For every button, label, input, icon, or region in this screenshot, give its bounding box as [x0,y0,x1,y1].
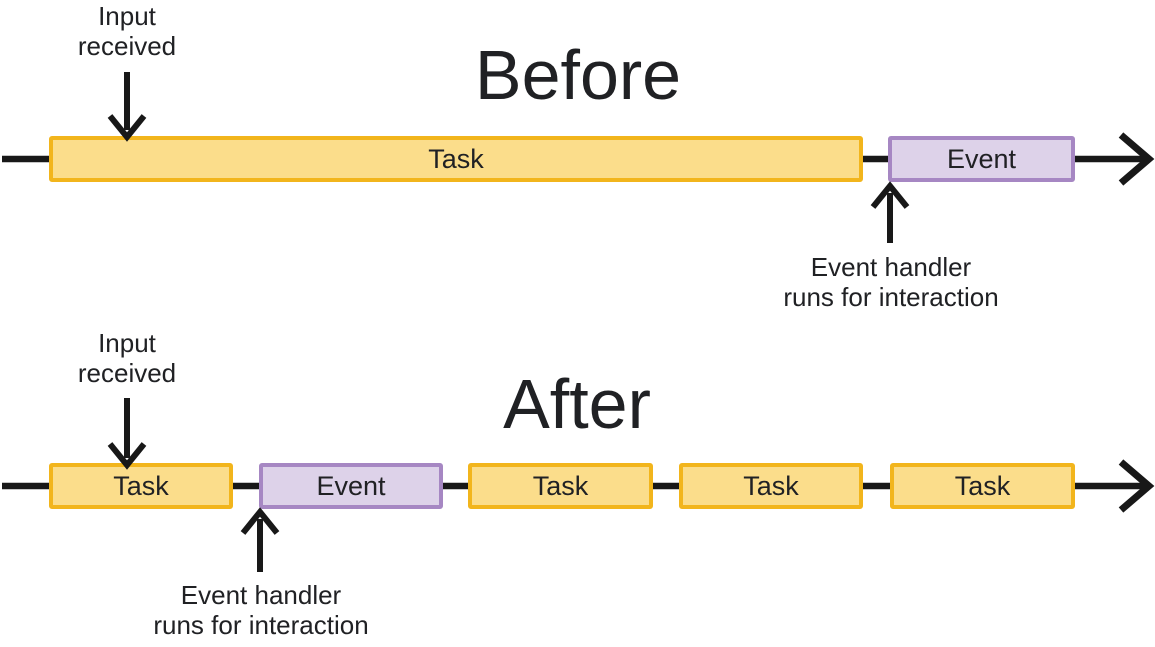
after-task-box-2: Task [468,463,653,509]
before-section-title: Before [474,36,682,114]
after-task-label-3: Task [743,470,799,501]
after-input-caption-line2: received [77,358,177,388]
after-section-title: After [503,365,651,443]
after-task-box-4: Task [890,463,1075,509]
after-handler-caption: Event handler runs for interaction [153,580,368,640]
before-event-box: Event [888,136,1075,182]
after-input-caption: Input received [78,328,176,388]
after-input-arrowhead-icon [107,442,147,470]
after-task-box-3: Task [679,463,863,509]
after-task-label-1: Task [113,470,169,501]
after-handler-caption-line1: Event handler [180,580,342,610]
before-timeline-arrowhead-icon [1118,132,1155,186]
after-handler-caption-line2: runs for interaction [153,610,369,640]
before-input-caption-line2: received [77,31,177,61]
before-input-arrowhead-icon [107,114,147,142]
before-input-caption-line1: Input [98,1,156,31]
before-task-box: Task [49,136,863,182]
after-task-label-4: Task [954,470,1011,501]
before-input-caption: Input received [78,1,176,61]
after-task-box-1: Task [49,463,233,509]
after-timeline-arrowhead-icon [1118,459,1155,513]
before-handler-caption-line2: runs for interaction [783,282,999,312]
after-handler-arrowhead-icon [240,507,280,535]
before-handler-arrowhead-icon [870,181,910,209]
after-event-box: Event [259,463,443,509]
after-event-label: Event [316,470,386,501]
before-event-label: Event [946,143,1017,174]
after-task-label-2: Task [532,470,589,501]
before-handler-caption-line1: Event handler [810,252,972,282]
before-task-label: Task [428,143,484,174]
after-input-caption-line1: Input [98,328,156,358]
before-handler-caption: Event handler runs for interaction [783,252,998,312]
